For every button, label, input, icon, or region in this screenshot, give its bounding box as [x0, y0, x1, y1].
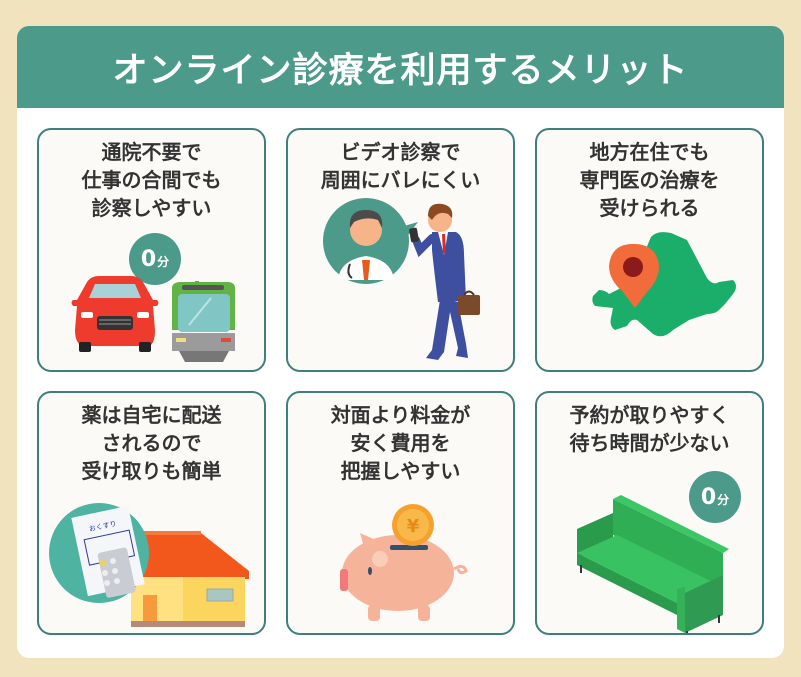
card-title: 地方在住でも 専門医の治療を 受けられる: [579, 140, 720, 220]
svg-text:¥: ¥: [407, 516, 420, 537]
page-title: オンライン診療を利用するメリット: [112, 50, 689, 91]
prescription-icon: おくすり: [49, 503, 149, 603]
card-home-delivery: 薬は自宅に配送 されるので 受け取りも簡単 おくすり: [37, 391, 266, 635]
card-title: 通院不要で 仕事の合間でも 診察しやすい: [81, 140, 222, 220]
hokkaido-map-icon: [592, 232, 736, 337]
car-icon: [71, 276, 159, 352]
card-title: 薬は自宅に配送 されるので 受け取りも簡単: [81, 403, 222, 483]
card-title: 対面より料金が 安く費用を 把握しやすい: [330, 403, 471, 483]
card-title: 予約が取りやすく 待ち時間が少ない: [569, 403, 730, 455]
doctor-icon: [323, 198, 418, 284]
house-icon: [127, 531, 249, 627]
card-title: ビデオ診察で 周囲にバレにくい: [320, 140, 481, 192]
yen-coin-icon: ¥: [392, 504, 434, 546]
train-icon: [172, 281, 235, 362]
piggy-bank-icon: [340, 533, 468, 621]
card-video-privacy: ビデオ診察で 周囲にバレにくい: [286, 128, 515, 372]
sofa-icon: [577, 495, 729, 633]
map-pin-icon: [609, 244, 659, 308]
card-rural-access: 地方在住でも 専門医の治療を 受けられる: [535, 128, 764, 372]
card-lower-cost: 対面より料金が 安く費用を 把握しやすい ¥: [286, 391, 515, 635]
header-banner: オンライン診療を利用するメリット: [17, 26, 784, 108]
businessman-with-phone-icon: [409, 203, 480, 360]
